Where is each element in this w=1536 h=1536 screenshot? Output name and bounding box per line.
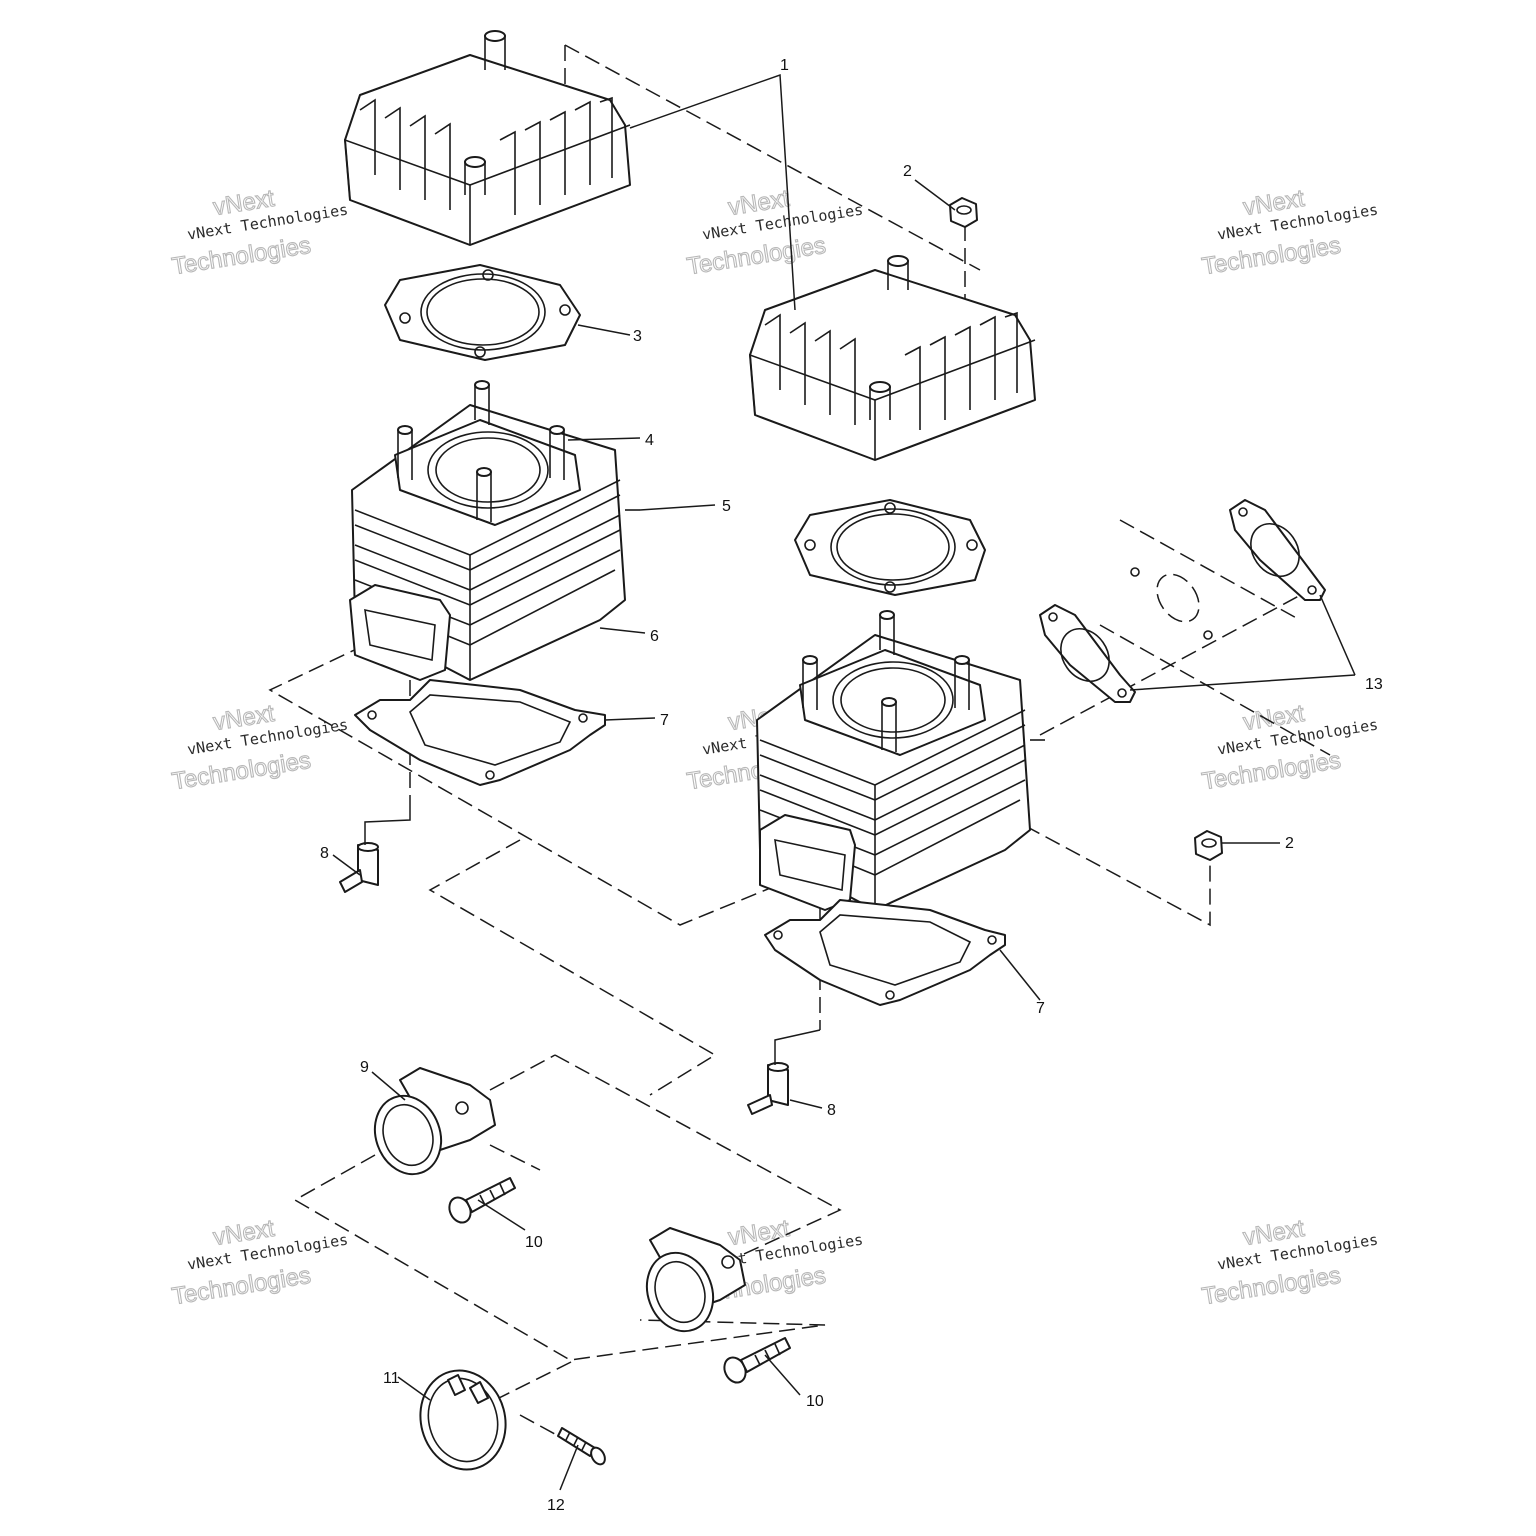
watermark-bottom-right: vNext vNext Technologies Technologies — [1200, 1214, 1380, 1311]
cylinder-right — [756, 610, 1045, 911]
assembly-guide-lines — [268, 44, 1331, 1446]
callout-2: 2 — [1285, 835, 1294, 852]
callout-13: 13 — [1365, 676, 1383, 693]
elbow-fitting-left — [339, 842, 379, 893]
flange-nut-right — [1194, 830, 1223, 861]
callout-4: 4 — [645, 432, 654, 449]
callout-7: 7 — [660, 712, 669, 729]
watermark-bottom-left: vNext vNext Technologies Technologies — [170, 1214, 350, 1311]
cylinder-left — [349, 380, 640, 681]
watermark-top-right: vNext vNext Technologies Technologies — [1200, 184, 1380, 281]
elbow-fitting-right — [747, 1062, 789, 1115]
callout-10: 10 — [806, 1393, 824, 1410]
callout-11: 11 — [383, 1370, 400, 1387]
callout-6: 6 — [650, 628, 659, 645]
base-gasket-left — [354, 679, 606, 786]
exhaust-gasket-lower — [1039, 604, 1136, 703]
leader-lines — [332, 73, 1356, 1491]
callout-2: 2 — [903, 163, 912, 180]
callout-12: 12 — [547, 1497, 565, 1514]
watermark-top-left: vNext vNext Technologies Technologies — [170, 184, 350, 281]
clamp-screw — [557, 1427, 606, 1466]
base-gasket-right — [764, 899, 1006, 1006]
cap-screw-lower — [723, 1337, 791, 1384]
callout-8: 8 — [320, 845, 329, 862]
watermark-mid-left: vNext vNext Technologies Technologies — [170, 699, 350, 796]
exhaust-gasket-upper — [1229, 499, 1326, 601]
watermark-mid-right: vNext vNext Technologies Technologies — [1200, 699, 1380, 796]
intake-flange-right — [645, 1227, 746, 1333]
cylinder-head-right — [749, 255, 1036, 461]
callout-1: 1 — [780, 57, 789, 74]
intake-flange-left — [373, 1067, 496, 1176]
flange-nut-top — [949, 197, 978, 228]
callout-8: 8 — [827, 1102, 836, 1119]
watermark-top-center: vNext vNext Technologies Technologies — [685, 184, 865, 281]
cylinder-head-left — [344, 30, 631, 246]
callout-5: 5 — [722, 498, 731, 515]
callout-3: 3 — [633, 328, 642, 345]
head-gasket-right — [794, 499, 986, 596]
head-gasket-left — [384, 264, 581, 361]
callout-7: 7 — [1036, 1000, 1045, 1017]
callout-labels: 1 2 3 4 5 6 7 8 2 13 7 8 9 10 10 11 12 — [320, 57, 1383, 1514]
hose-clamp — [419, 1369, 507, 1471]
cap-screw-upper — [448, 1177, 516, 1224]
callout-10: 10 — [525, 1234, 543, 1251]
exhaust-gasket-ghost — [1130, 567, 1213, 640]
callout-9: 9 — [360, 1059, 369, 1076]
